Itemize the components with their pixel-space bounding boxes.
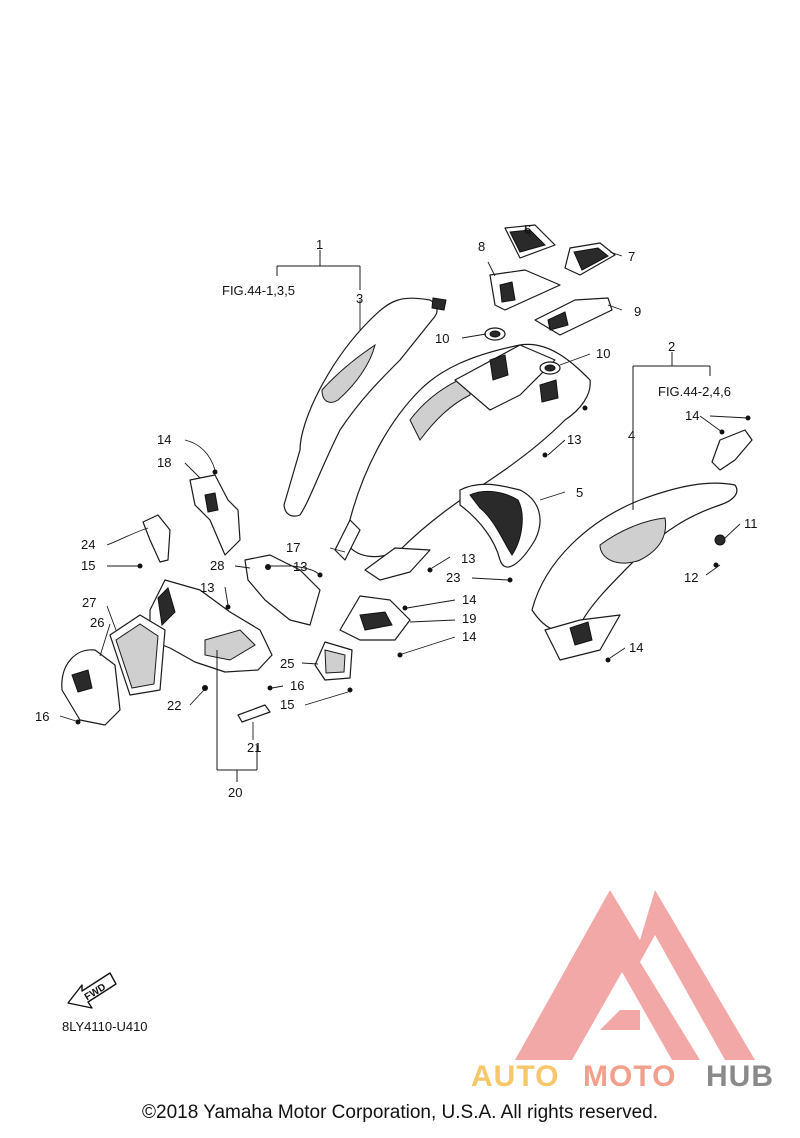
part-8-panel-left [489, 269, 561, 311]
part-10-grommet-left [484, 327, 506, 341]
callout-10b: 10 [596, 346, 610, 361]
callout-22: 22 [167, 698, 181, 713]
part-3-side-cowling-left [283, 297, 447, 517]
callout-labels: 1 2 3 4 5 6 7 8 9 10 10 11 12 13 13 13 1… [35, 222, 758, 800]
fastener-dots [75, 405, 751, 725]
callout-15b: 15 [280, 697, 294, 712]
callout-14e: 14 [629, 640, 643, 655]
part-4-side-cowling-right [531, 429, 753, 661]
logo-moto-text: MOTO [583, 1060, 676, 1093]
part-24-bracket [142, 514, 171, 563]
callout-12: 12 [684, 570, 698, 585]
callout-8: 8 [478, 239, 485, 254]
fwd-arrow-icon: FWD [67, 972, 117, 1009]
callout-15a: 15 [81, 558, 95, 573]
diagram-code: 8LY4110-U410 [62, 1019, 148, 1034]
callout-14c: 14 [462, 592, 476, 607]
callout-19: 19 [462, 611, 476, 626]
callout-6: 6 [524, 222, 531, 237]
callout-28: 28 [210, 558, 224, 573]
callout-20: 20 [228, 785, 242, 800]
logo-auto-text: AUTO [471, 1060, 559, 1093]
part-9-panel-right [534, 297, 613, 336]
callout-9: 9 [634, 304, 641, 319]
callout-25: 25 [280, 656, 294, 671]
callout-18: 18 [157, 455, 171, 470]
callout-2: 2 [668, 339, 675, 354]
callout-17: 17 [286, 540, 300, 555]
callout-1: 1 [316, 237, 323, 252]
automotohub-logo: AUTO MOTO HUB [471, 890, 774, 1093]
callout-21: 21 [247, 740, 261, 755]
callout-16b: 16 [35, 709, 49, 724]
logo-hub-text: HUB [706, 1060, 774, 1093]
callout-10a: 10 [435, 331, 449, 346]
part-22-screw [202, 685, 208, 691]
callout-14b: 14 [685, 408, 699, 423]
part-26-duct-cover [61, 649, 121, 726]
part-10-grommet-right [539, 361, 561, 375]
part-18-bracket [189, 474, 241, 556]
leader-lines [59, 224, 749, 740]
part-25-mesh-panel [314, 641, 353, 681]
part-28-inner-panel [244, 554, 321, 626]
part-21-emblem [237, 704, 271, 723]
callout-4: 4 [628, 428, 635, 443]
part-19-garnish [339, 595, 411, 641]
callout-14a: 14 [157, 432, 171, 447]
figure-ref-right: FIG.44-2,4,6 [658, 384, 731, 399]
callout-13d: 13 [200, 580, 214, 595]
callout-14d: 14 [462, 629, 476, 644]
part-6-front-lens [504, 224, 556, 259]
callout-11: 11 [744, 516, 758, 531]
part-7-front-lens-right [564, 242, 616, 276]
logo-triangle-mark [515, 890, 755, 1060]
callout-13b: 13 [461, 551, 475, 566]
callout-24: 24 [81, 537, 95, 552]
part-27-mesh-screen [109, 614, 166, 696]
callout-27: 27 [82, 595, 96, 610]
callout-13c: 13 [293, 559, 307, 574]
callout-7: 7 [628, 249, 635, 264]
callout-23: 23 [446, 570, 460, 585]
part-5-front-cowl-main [334, 343, 591, 581]
callout-5: 5 [576, 485, 583, 500]
callout-16a: 16 [290, 678, 304, 693]
assembly-bracket-2 [632, 352, 711, 510]
assembly-bracket-20 [216, 650, 258, 782]
figure-ref-left: FIG.44-1,3,5 [222, 283, 295, 298]
callout-26: 26 [90, 615, 104, 630]
callout-3: 3 [356, 291, 363, 306]
callout-13a: 13 [567, 432, 581, 447]
part-11-collar [714, 534, 726, 546]
copyright-notice: ©2018 Yamaha Motor Corporation, U.S.A. A… [142, 1102, 658, 1123]
assembly-bracket-1 [276, 250, 361, 290]
